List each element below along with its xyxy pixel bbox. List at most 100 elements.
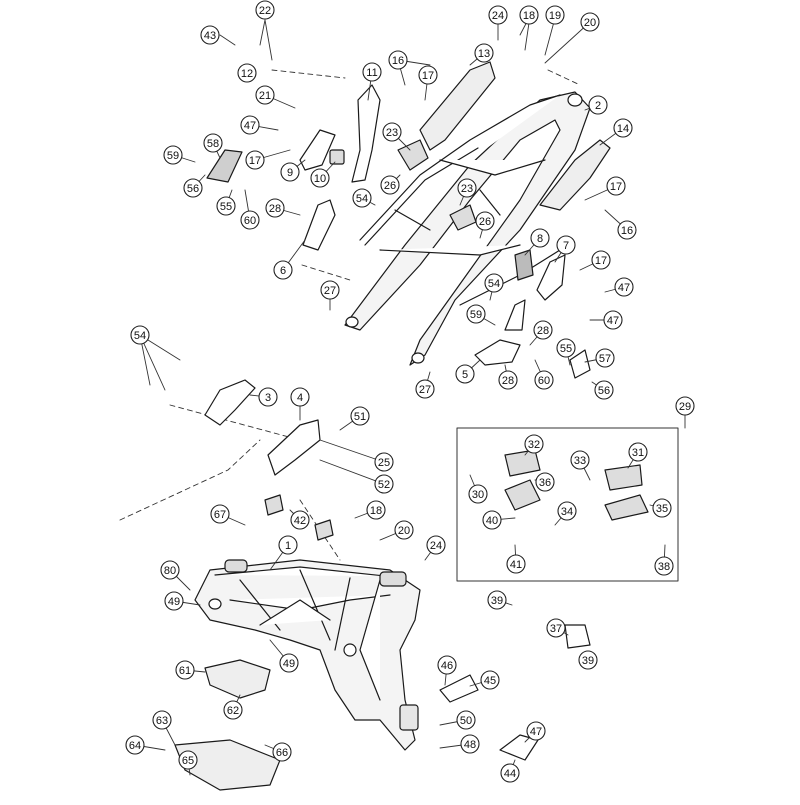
- bracket-9-part: [299, 129, 336, 171]
- callout-circle: [588, 95, 608, 115]
- callout-number: 51: [354, 411, 366, 423]
- callout-number: 6: [280, 265, 286, 277]
- callout-80: 80: [160, 560, 180, 580]
- callout-number: 60: [244, 215, 256, 227]
- callout-circle: [628, 442, 648, 462]
- footpeg-5-part: [474, 339, 521, 366]
- callout-number: 47: [607, 315, 619, 327]
- callout-50: 50: [456, 710, 476, 730]
- skid-plate-61-part: [204, 659, 271, 699]
- callout-circle: [130, 325, 150, 345]
- callout-circle: [394, 520, 414, 540]
- callout-29: 29: [675, 396, 695, 416]
- callout-circle: [245, 150, 265, 170]
- callout-circle: [484, 273, 504, 293]
- callout-circle: [570, 450, 590, 470]
- guard-63-part: [174, 739, 281, 791]
- callout-20: 20: [394, 520, 414, 540]
- bracket-14-part: [539, 139, 611, 211]
- callout-61: 61: [175, 660, 195, 680]
- callout-circle: [580, 12, 600, 32]
- callout-14: 14: [613, 118, 633, 138]
- footrest-36-part: [504, 479, 541, 511]
- callout-circle: [457, 178, 477, 198]
- callout-number: 8: [537, 233, 543, 245]
- callout-number: 55: [220, 201, 232, 213]
- callout-circle: [310, 168, 330, 188]
- callout-number: 20: [398, 525, 410, 537]
- callout-number: 17: [422, 70, 434, 82]
- callout-number: 54: [356, 193, 368, 205]
- callout-number: 40: [486, 515, 498, 527]
- callout-65: 65: [178, 750, 198, 770]
- callout-circle: [273, 260, 293, 280]
- damper-42b-part: [314, 519, 334, 541]
- callout-28: 28: [533, 320, 553, 340]
- callout-number: 47: [530, 726, 542, 738]
- part-37-part: [564, 624, 591, 649]
- callout-circle: [675, 396, 695, 416]
- callout-number: 3: [265, 392, 271, 404]
- callout-47: 47: [526, 721, 546, 741]
- bracket-5-upper-part: [504, 299, 526, 331]
- callout-number: 34: [561, 506, 573, 518]
- callout-circle: [362, 62, 382, 82]
- slider-45-part: [439, 674, 479, 703]
- callout-43: 43: [200, 25, 220, 45]
- callout-number: 7: [563, 240, 569, 252]
- callout-circle: [498, 370, 518, 390]
- parts-layer: [119, 15, 686, 791]
- callout-54: 54: [130, 325, 150, 345]
- callout-42: 42: [290, 510, 310, 530]
- callout-circle: [279, 653, 299, 673]
- callout-number: 32: [528, 439, 540, 451]
- callout-circle: [216, 196, 236, 216]
- callout-circle: [290, 387, 310, 407]
- callout-32: 32: [524, 434, 544, 454]
- callout-circle: [530, 228, 550, 248]
- callout-number: 30: [472, 489, 484, 501]
- callout-40: 40: [482, 510, 502, 530]
- bracket-13-part: [419, 61, 496, 151]
- callout-27: 27: [320, 280, 340, 300]
- callout-number: 17: [249, 155, 261, 167]
- callout-8: 8: [530, 228, 550, 248]
- callout-number: 21: [259, 90, 271, 102]
- callout-number: 26: [384, 180, 396, 192]
- callout-3: 3: [258, 387, 278, 407]
- callout-number: 5: [462, 369, 468, 381]
- callout-number: 23: [386, 127, 398, 139]
- bracket-4-part: [267, 419, 321, 476]
- callout-39: 39: [487, 590, 507, 610]
- callout-2: 2: [588, 95, 608, 115]
- rear-subframe-part: [344, 91, 591, 366]
- callout-circle: [613, 118, 633, 138]
- block-8-part: [514, 249, 534, 281]
- callout-number: 20: [584, 17, 596, 29]
- callout-circle: [163, 145, 183, 165]
- callout-number: 27: [419, 384, 431, 396]
- callout-number: 42: [294, 515, 306, 527]
- callout-19: 19: [545, 5, 565, 25]
- callout-circle: [535, 472, 555, 492]
- callout-number: 54: [134, 330, 146, 342]
- callout-number: 57: [599, 353, 611, 365]
- callout-circle: [480, 670, 500, 690]
- damper-42a-part: [264, 494, 284, 516]
- callout-circle: [556, 338, 576, 358]
- callout-circle: [352, 188, 372, 208]
- callout-1: 1: [278, 535, 298, 555]
- callout-number: 58: [207, 138, 219, 150]
- callout-circle: [210, 504, 230, 524]
- callout-circle: [546, 618, 566, 638]
- callout-number: 41: [510, 559, 522, 571]
- callout-number: 43: [204, 30, 216, 42]
- callout-circle: [152, 710, 172, 730]
- callout-circle: [255, 0, 275, 20]
- callout-number: 61: [179, 665, 191, 677]
- callout-49: 49: [164, 591, 184, 611]
- callout-number: 59: [167, 150, 179, 162]
- callout-47: 47: [603, 310, 623, 330]
